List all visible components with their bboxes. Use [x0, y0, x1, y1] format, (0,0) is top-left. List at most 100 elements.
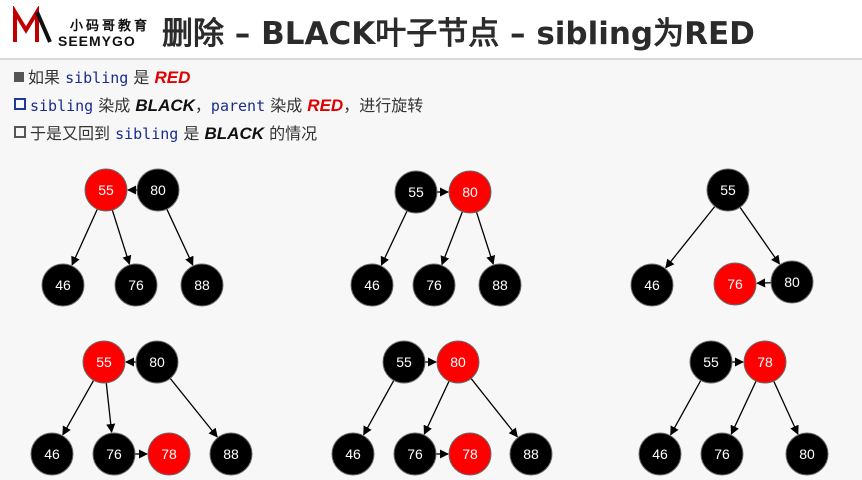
red-node-circle — [448, 170, 492, 214]
node-label: 55 — [703, 354, 719, 370]
node-label: 55 — [96, 354, 112, 370]
slide-header: 小码哥教育 SEEMYGO 删除 – BLACK叶子节点 – sibling为R… — [0, 0, 862, 58]
tree-edge-arrow — [665, 205, 716, 269]
black-node-circle — [180, 263, 224, 307]
node-label: 76 — [128, 277, 144, 293]
tree-node-76: 76 — [700, 432, 744, 476]
tree-node-55: 55 — [394, 170, 438, 214]
tree-edge-arrow — [739, 206, 780, 265]
tree-edge-arrow — [169, 377, 218, 438]
black-node-circle — [136, 168, 180, 212]
tree-node-55: 55 — [82, 340, 126, 384]
red-node-circle — [82, 340, 126, 384]
bullet-square-icon — [14, 72, 24, 82]
node-label: 80 — [799, 446, 815, 462]
bullet-text-segment: sibling — [115, 125, 179, 143]
red-node-circle — [436, 340, 480, 384]
node-label: 46 — [55, 277, 71, 293]
bullet-text-segment: 的情况 — [264, 124, 318, 143]
tree-node-76: 76 — [114, 263, 158, 307]
black-node-circle — [509, 432, 553, 476]
black-node-circle — [135, 340, 179, 384]
tree-node-46: 46 — [350, 263, 394, 307]
tree-edge-arrow — [166, 208, 194, 266]
tree-bottom-right: 55 78 46 76 80 — [638, 340, 829, 476]
bullet-text-segment: sibling — [30, 97, 94, 115]
black-node-circle — [770, 260, 814, 304]
tree-node-88: 88 — [180, 263, 224, 307]
bullet-text-segment: 染成 — [265, 96, 308, 115]
black-node-circle — [41, 263, 85, 307]
black-node-circle — [700, 432, 744, 476]
black-node-circle — [394, 170, 438, 214]
bullet-item: sibling 染成 BLACK，parent 染成 RED，进行旋转 — [14, 92, 423, 120]
node-label: 76 — [714, 446, 730, 462]
tree-node-76: 76 — [92, 432, 136, 476]
tree-edge-arrow — [380, 210, 408, 266]
black-node-circle — [412, 263, 456, 307]
black-node-circle — [393, 432, 437, 476]
tree-node-80: 80 — [785, 432, 829, 476]
black-node-circle — [92, 432, 136, 476]
tree-node-55: 55 — [382, 340, 426, 384]
black-node-circle — [630, 263, 674, 307]
tree-node-46: 46 — [41, 263, 85, 307]
bullet-text-segment: 如果 — [28, 68, 66, 87]
tree-node-76: 76 — [713, 262, 757, 306]
node-label: 55 — [720, 182, 736, 198]
tree-edge-arrow — [62, 379, 95, 436]
node-label: 88 — [523, 446, 539, 462]
bullet-text-segment: ，进行旋转 — [343, 96, 424, 115]
node-label: 78 — [757, 354, 773, 370]
brand-logo: 小码哥教育 SEEMYGO — [12, 4, 152, 52]
bullet-text-segment: ， — [194, 96, 211, 115]
node-label: 55 — [98, 182, 114, 198]
bullet-square-icon — [14, 126, 26, 138]
tree-node-88: 88 — [209, 432, 253, 476]
logo-text-en: SEEMYGO — [58, 33, 136, 49]
tree-node-80: 80 — [770, 260, 814, 304]
bullet-text-segment: 是 — [128, 68, 155, 87]
bullet-text-segment: BLACK — [135, 96, 195, 115]
page-title: 删除 – BLACK叶子节点 – sibling为RED — [162, 16, 755, 52]
bullet-text-segment: BLACK — [204, 124, 265, 143]
tree-edge-arrow — [423, 380, 450, 435]
tree-edge-arrow — [71, 208, 98, 266]
header-divider — [0, 58, 862, 60]
black-node-circle — [382, 340, 426, 384]
node-label: 46 — [652, 446, 668, 462]
tree-edge-arrow — [363, 380, 395, 436]
tree-node-80: 80 — [436, 340, 480, 384]
tree-edge-arrow — [475, 211, 496, 265]
tree-node-78: 78 — [147, 432, 191, 476]
node-label: 80 — [149, 354, 165, 370]
tree-node-46: 46 — [331, 432, 375, 476]
node-label: 46 — [644, 277, 660, 293]
bullet-item: 如果 sibling 是 RED — [14, 64, 423, 92]
red-node-circle — [147, 432, 191, 476]
node-label: 88 — [223, 446, 239, 462]
tree-node-55: 55 — [689, 340, 733, 384]
tree-node-80: 80 — [136, 168, 180, 212]
node-label: 78 — [462, 446, 478, 462]
tree-node-88: 88 — [478, 263, 522, 307]
node-label: 55 — [408, 184, 424, 200]
tree-node-76: 76 — [393, 432, 437, 476]
black-node-circle — [478, 263, 522, 307]
node-label: 88 — [194, 277, 210, 293]
node-label: 80 — [150, 182, 166, 198]
black-node-circle — [689, 340, 733, 384]
red-node-circle — [448, 432, 492, 476]
red-node-circle — [743, 340, 787, 384]
tree-node-76: 76 — [412, 263, 456, 307]
tree-edge-arrow — [730, 380, 757, 435]
black-node-circle — [30, 432, 74, 476]
node-label: 76 — [426, 277, 442, 293]
tree-node-88: 88 — [509, 432, 553, 476]
black-node-circle — [638, 432, 682, 476]
bullet-text-segment: parent — [210, 97, 266, 115]
tree-node-80: 80 — [135, 340, 179, 384]
